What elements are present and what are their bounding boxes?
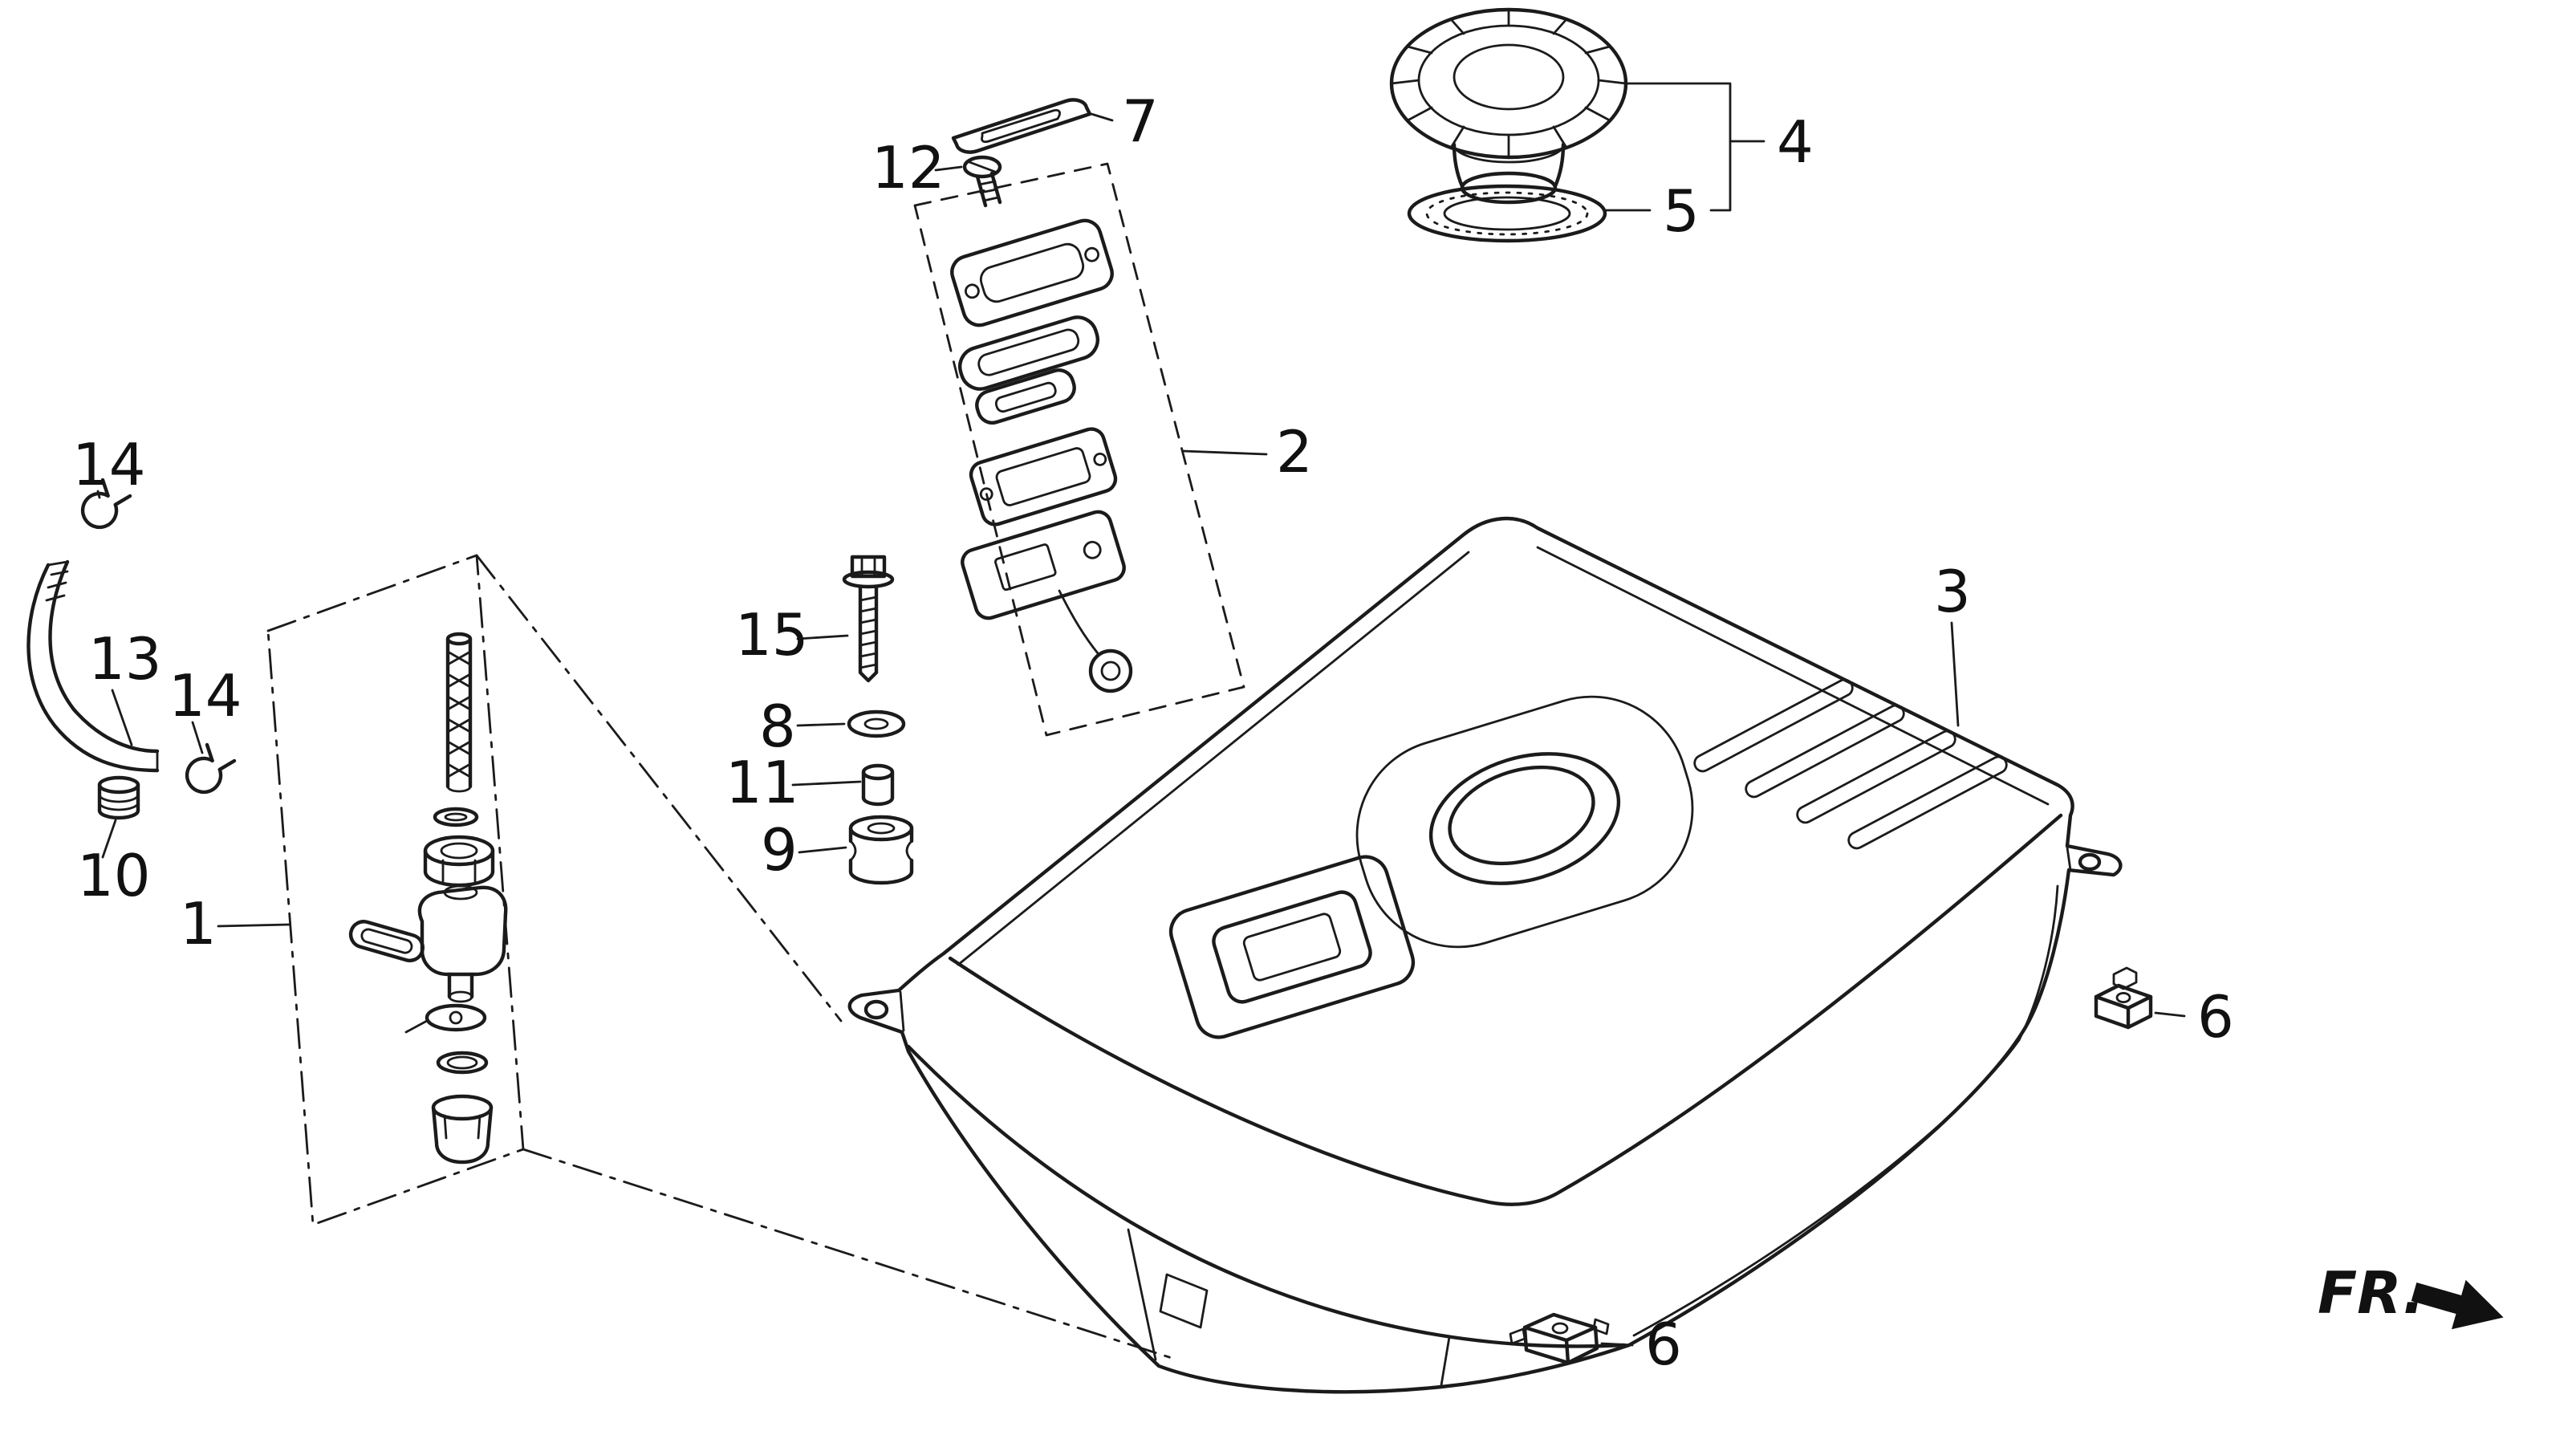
valve-leader-upper: [475, 554, 843, 1022]
tank-right-flange: [2066, 846, 2102, 872]
fuel-tube-joint: [97, 775, 140, 820]
meter-assembly-boundary: [913, 162, 1245, 737]
valve-lever-plate: [404, 1003, 487, 1034]
tube-clip-lower: [185, 742, 237, 795]
callout-2: 2: [1181, 418, 1313, 486]
valve-o-ring: [433, 807, 479, 827]
filler-cap-gasket: [1407, 184, 1607, 243]
valve-sediment-cup: [431, 1094, 494, 1165]
callout-4: 4: [1626, 82, 1814, 212]
fuel-meter-assembly: [913, 162, 1245, 737]
valve-lock-nut: [423, 835, 495, 888]
tank-stiffening-ribs: [1693, 678, 2008, 850]
fr-direction-indicator: FR.: [2318, 1259, 2504, 1330]
callout-1: 1: [180, 890, 291, 957]
tank-meter-recess: [1168, 855, 1416, 1039]
flange-bolt: [842, 555, 895, 683]
tank-right-wall-line: [1632, 884, 2059, 1337]
callout-12: 12: [872, 134, 963, 201]
valve-assembly-boundary: [266, 554, 525, 1226]
callout-15-label: 15: [735, 601, 809, 669]
fuel-tank: [847, 516, 2123, 1394]
callout-10: 10: [77, 819, 151, 909]
fr-label: FR.: [2318, 1259, 2424, 1327]
meter-gasket-upper: [958, 315, 1099, 391]
tank-skirt-corner: [1440, 1335, 1451, 1387]
rubber-grommet: [848, 815, 914, 885]
tank-skirt-notch: [1159, 1273, 1209, 1329]
valve-lever: [348, 920, 425, 963]
callout-1-label: 1: [180, 890, 217, 957]
meter-screw: [962, 155, 1002, 208]
tank-silhouette: [847, 516, 2123, 1394]
tank-mount-rubber-right: [2094, 966, 2153, 1030]
fuel-tube: [26, 559, 160, 773]
callout-12-label: 12: [872, 134, 945, 201]
callout-9-label: 9: [761, 816, 798, 884]
callout-8-label: 8: [759, 693, 796, 760]
tube-clip-upper: [80, 478, 132, 530]
callout-8: 8: [759, 693, 846, 760]
plain-washer: [847, 709, 906, 738]
valve-strainer: [445, 632, 473, 793]
fr-arrow-icon: [2411, 1279, 2504, 1330]
callout-3: 3: [1934, 558, 1971, 727]
tank-edge-inset-right: [1536, 546, 2050, 806]
meter-sender-body: [969, 427, 1118, 526]
fuel-filler-cap: [1389, 7, 1628, 205]
tank-skirt-edge: [1127, 1228, 1157, 1361]
meter-setting-plate: [951, 98, 1092, 154]
callout-15: 15: [735, 601, 849, 669]
callout-2-label: 2: [1276, 418, 1313, 486]
callout-6-right-label: 6: [2197, 983, 2234, 1051]
tank-mount-rubber-bottom: [1509, 1312, 1610, 1365]
meter-float-arm: [1058, 589, 1133, 693]
tank-edge-inset-left: [957, 551, 1470, 966]
tank-seam-line: [906, 1044, 1627, 1348]
callout-6-bottom-label: 6: [1645, 1311, 1682, 1378]
callout-11: 11: [725, 749, 862, 816]
callout-10-label: 10: [77, 842, 151, 909]
callout-7-label: 7: [1122, 87, 1159, 155]
callout-14-lower-label: 14: [169, 662, 242, 730]
tank-left-flange: [863, 990, 905, 1032]
callout-14-lower: 14: [169, 662, 242, 754]
callout-7: 7: [1090, 87, 1159, 155]
valve-leader-lower: [522, 1148, 1173, 1360]
callout-4-label: 4: [1777, 108, 1814, 176]
callout-9: 9: [761, 816, 847, 884]
callout-5: 5: [1605, 177, 1700, 245]
callout-13: 13: [88, 625, 162, 746]
valve-body: [348, 884, 508, 1003]
cap-knurl-ticks: [1390, 8, 1627, 159]
callout-3-label: 3: [1934, 558, 1971, 625]
callout-6-right: 6: [2154, 983, 2234, 1051]
callout-5-label: 5: [1663, 177, 1700, 245]
callout-14-upper: 14: [72, 431, 146, 499]
callout-13-label: 13: [88, 625, 162, 693]
valve-seal-ring: [436, 1051, 489, 1075]
meter-base-plate: [961, 510, 1126, 620]
callout-6-bottom: 6: [1600, 1311, 1682, 1378]
collar: [861, 763, 895, 807]
meter-gasket-lower: [975, 368, 1076, 425]
tank-top-face-crease: [948, 813, 2063, 1206]
tank-filler-boss: [1355, 695, 1694, 949]
callout-11-label: 11: [725, 749, 799, 816]
fuel-valve-assembly: [266, 554, 1173, 1360]
meter-cover-plate: [950, 218, 1114, 327]
callout-14-upper-label: 14: [72, 431, 146, 498]
